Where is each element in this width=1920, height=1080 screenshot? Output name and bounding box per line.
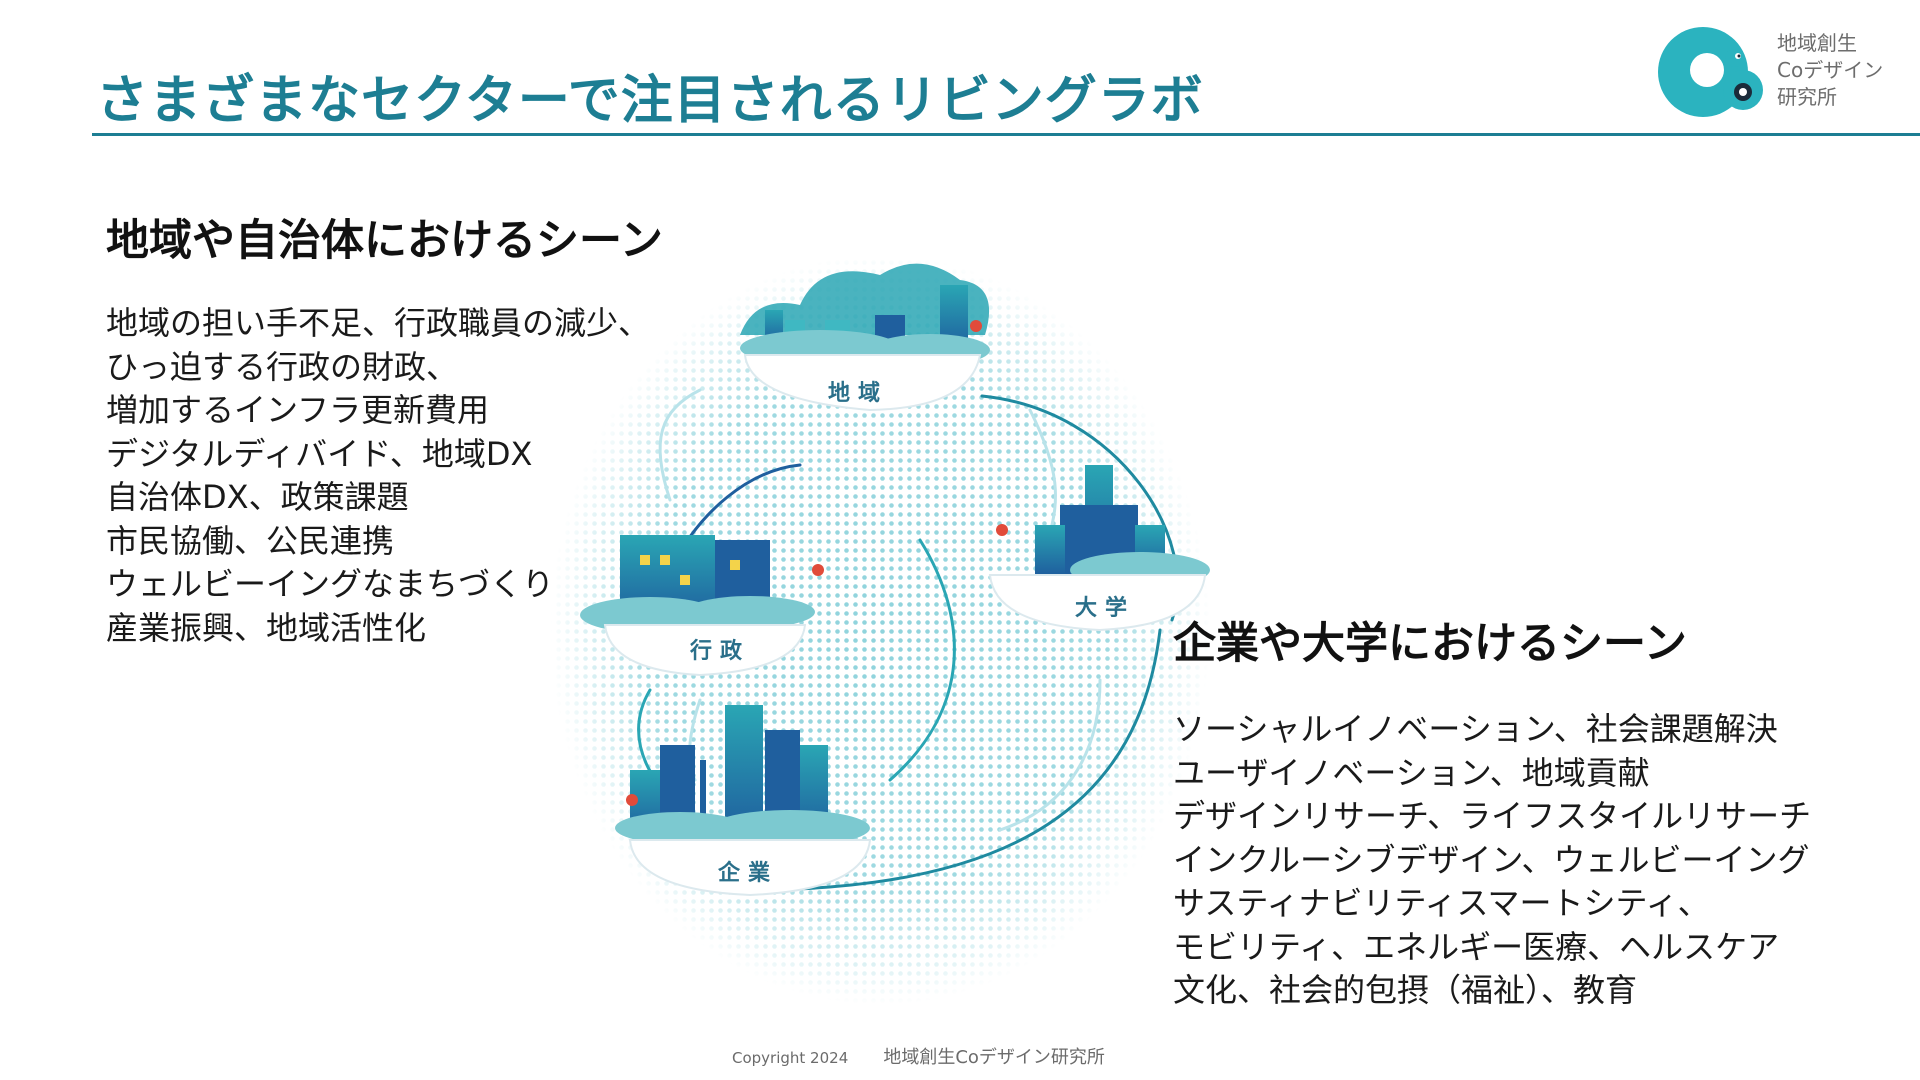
organization-logo: 地域創生 Coデザイン 研究所 bbox=[1655, 22, 1905, 122]
left-scene-list: 地域の担い手不足、行政職員の減少、 ひっ迫する行政の財政、 増加するインフラ更新… bbox=[106, 302, 650, 650]
region-island: 地域 bbox=[740, 263, 990, 412]
list-item: ソーシャルイノベーション、社会課題解決 bbox=[1173, 710, 1778, 748]
list-item: 自治体DX、政策課題 bbox=[106, 478, 409, 516]
region-label: 地域 bbox=[828, 380, 888, 406]
company-island: 企業 bbox=[615, 705, 872, 897]
list-item: 文化、社会的包摂（福祉）、教育 bbox=[1173, 971, 1638, 1009]
list-item: 産業振興、地域活性化 bbox=[106, 608, 427, 647]
logo-line: 研究所 bbox=[1777, 85, 1837, 109]
government-island: 行政 bbox=[580, 535, 824, 677]
right-scene-list: ソーシャルイノベーション、社会課題解決 ユーザイノベーション、地域貢献 デザイン… bbox=[1173, 708, 1811, 1013]
logo-mark-icon bbox=[1658, 27, 1763, 117]
logo-wordmark: 地域創生 Coデザイン 研究所 bbox=[1777, 30, 1883, 111]
list-item: ユーザイノベーション、地域貢献 bbox=[1173, 753, 1650, 792]
footer-organization: 地域創生Coデザイン研究所 bbox=[883, 1047, 1105, 1068]
footer: Copyright 2024 地域創生Coデザイン研究所 bbox=[732, 1043, 1105, 1069]
right-section-heading: 企業や大学におけるシーン bbox=[1173, 619, 1687, 669]
list-item: ひっ迫する行政の財政、 bbox=[106, 347, 459, 386]
list-item: デジタルディバイド、地域DX bbox=[106, 434, 533, 473]
university-label: 大学 bbox=[1075, 595, 1135, 621]
page-title: さまざまなセクターで注目されるリビングラボ bbox=[96, 71, 1204, 131]
list-item: モビリティ、エネルギー医療、ヘルスケア bbox=[1173, 927, 1780, 966]
company-label: 企業 bbox=[717, 860, 778, 886]
list-item: サスティナビリティスマートシティ、 bbox=[1173, 884, 1710, 922]
logo-line: Coデザイン bbox=[1777, 58, 1884, 82]
list-item: 増加するインフラ更新費用 bbox=[106, 391, 490, 429]
university-island: 大学 bbox=[988, 465, 1210, 632]
living-lab-illustration: 地域 大学 行政 bbox=[550, 255, 1210, 1005]
government-label: 行政 bbox=[689, 638, 750, 664]
list-item: 市民協働、公民連携 bbox=[106, 521, 395, 560]
list-item: ウェルビーイングなまちづくり bbox=[106, 565, 555, 603]
left-section-heading: 地域や自治体におけるシーン bbox=[106, 216, 663, 266]
title-underline bbox=[92, 133, 1920, 136]
copyright-text: Copyright 2024 bbox=[732, 1049, 849, 1067]
list-item: 地域の担い手不足、行政職員の減少、 bbox=[106, 304, 651, 342]
logo-line: 地域創生 bbox=[1777, 31, 1857, 55]
list-item: デザインリサーチ、ライフスタイルリサーチ bbox=[1173, 797, 1812, 835]
list-item: インクルーシブデザイン、ウェルビーイング bbox=[1173, 840, 1810, 879]
